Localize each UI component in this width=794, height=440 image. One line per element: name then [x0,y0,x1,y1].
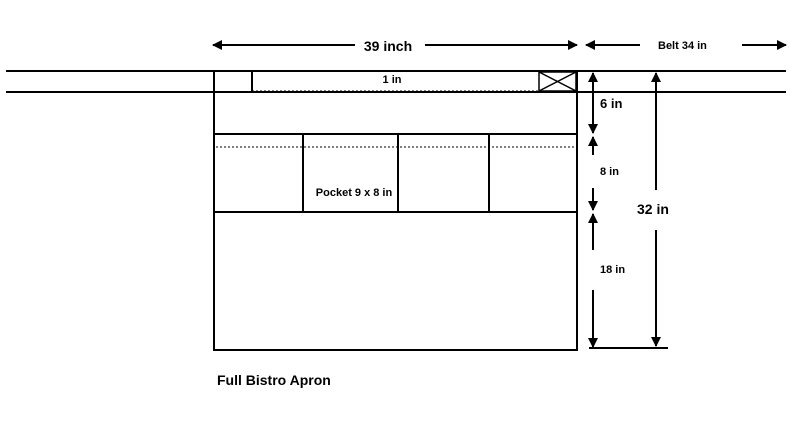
strap-width-label: 1 in [383,74,402,86]
pocket-label: Pocket 9 x 8 in [316,187,393,199]
skirt-height-label: 18 in [600,264,625,276]
dimension-arrows [212,40,787,349]
pocket-dividers [302,134,490,212]
belt-loop [214,71,253,93]
apron-body [213,71,578,351]
pocket-height-label: 8 in [600,166,619,178]
width-label: 39 inch [364,38,412,54]
diagram-caption: Full Bistro Apron [217,372,331,388]
total-length-label: 32 in [637,201,669,217]
belt-fastener-box [538,71,577,92]
waistband-height-label: 6 in [600,96,622,111]
belt-length-label: Belt 34 in [658,40,707,52]
stitch-lines [216,90,576,148]
